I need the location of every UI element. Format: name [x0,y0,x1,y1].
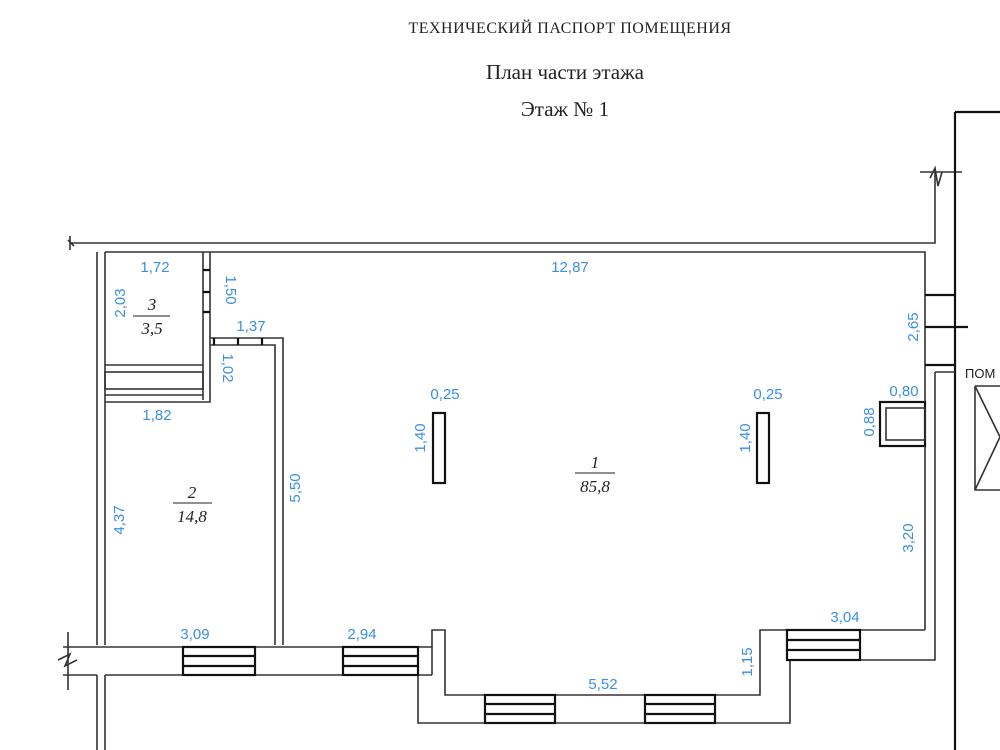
dim-shaft-h: 0,88 [861,407,878,436]
dim-shaft-w: 0,80 [889,383,918,400]
neighbor-room: ПОМ [965,366,1000,491]
dim-column-right-h: 1,40 [737,423,754,452]
room-1-number: 1 [591,453,600,472]
dim-bottom-right: 3,04 [830,609,859,626]
plan-title: План части этажа [486,60,644,84]
dim-room3-width: 1,72 [140,259,169,276]
dim-partition-550: 5,50 [287,473,304,502]
dimension-labels: 12,87 1,72 2,03 1,50 1,37 1,02 1,82 4,37… [111,259,922,693]
walls [57,110,1000,750]
dim-room2-height: 4,37 [111,505,128,534]
column-right [755,411,771,485]
room-3-area: 3,5 [140,319,162,338]
floor-title: Этаж № 1 [520,97,610,121]
dim-bottom-room1: 2,94 [347,626,376,643]
dim-partition-102: 1,02 [219,353,236,382]
dim-partition-150: 1,50 [222,275,239,304]
room-1-area: 85,8 [580,477,610,496]
neighbor-label: ПОМ [965,366,995,381]
dim-partition-137: 1,37 [236,318,265,335]
room-labels: 1 85,8 2 14,8 3 3,5 [133,295,615,526]
dim-bottom-room2: 3,09 [180,626,209,643]
dim-room2-width: 1,82 [142,407,171,424]
ventilation-shaft [878,400,927,448]
room-3-number: 3 [147,295,157,314]
dim-column-left-h: 1,40 [412,423,429,452]
dim-right-wall-upper: 2,65 [905,312,922,341]
dim-column-right-w: 0,25 [753,386,782,403]
document-title: ТЕХНИЧЕСКИЙ ПАСПОРТ ПОМЕЩЕНИЯ [408,20,732,37]
dim-room3-height: 2,03 [112,288,129,317]
column-left [431,411,447,485]
dim-bay-bottom: 5,52 [588,676,617,693]
dim-column-left-w: 0,25 [430,386,459,403]
room-2-number: 2 [188,483,197,502]
dim-top-wall: 12,87 [551,259,589,276]
room-2-area: 14,8 [177,507,207,526]
dim-bay-side: 1,15 [739,647,756,676]
dim-right-wall-lower: 3,20 [900,523,917,552]
windows [181,628,862,725]
